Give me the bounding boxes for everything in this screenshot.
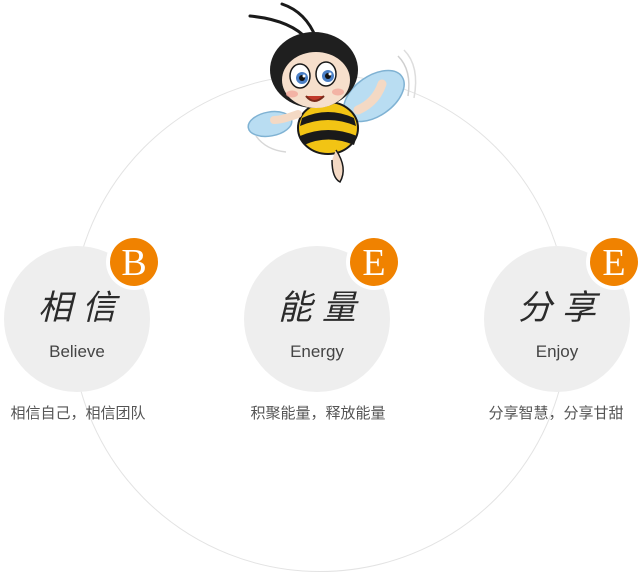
value-title-cn: 能量 [278, 288, 366, 328]
value-title-en: Believe [49, 342, 105, 361]
value-caption-believe: 相信自己，相信团队 [10, 405, 146, 422]
bee-mascot-icon [247, 2, 417, 183]
value-title-cn: 分享 [518, 288, 606, 328]
letter-badge-label: E [350, 238, 398, 286]
letter-badge: E [586, 234, 642, 290]
letter-badge-label: B [110, 238, 158, 286]
value-title-en: Energy [290, 342, 344, 361]
value-card-enjoy: 分享 Enjoy E [484, 234, 642, 392]
value-caption-enjoy: 分享智慧，分享甘甜 [488, 405, 624, 422]
value-title-cn: 相信 [38, 288, 126, 328]
value-caption-energy: 积聚能量，释放能量 [250, 405, 386, 422]
value-card-energy: 能量 Energy E [244, 234, 402, 392]
value-title-en: Enjoy [535, 342, 579, 361]
letter-badge: B [106, 234, 162, 290]
letter-badge: E [346, 234, 402, 290]
value-card-believe: 相信 Believe B [4, 234, 162, 392]
letter-badge-label: E [590, 238, 638, 286]
